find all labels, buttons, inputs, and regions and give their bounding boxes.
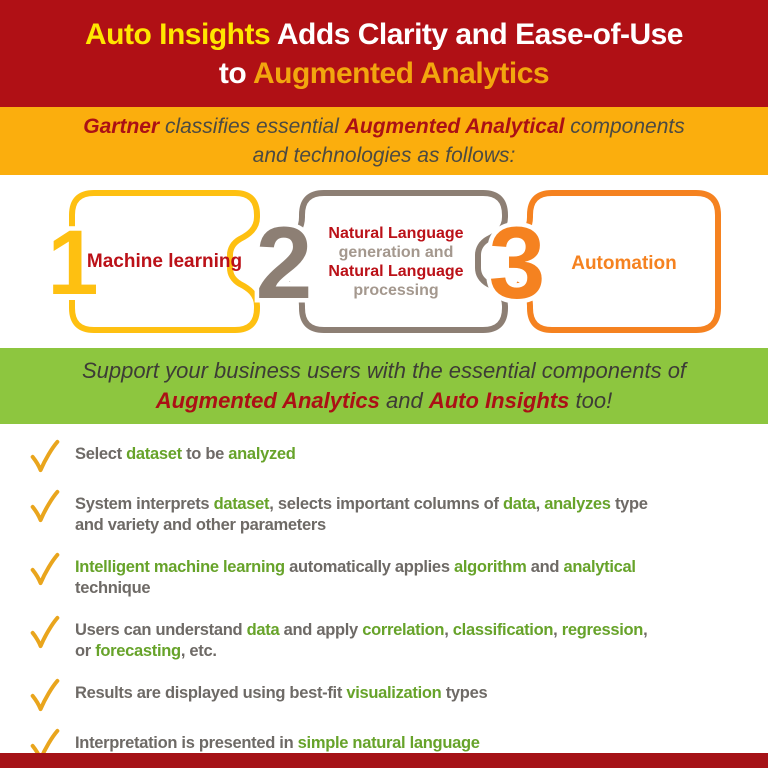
step3-label: Automation bbox=[571, 253, 677, 274]
checklist-item: Intelligent machine learning automatical… bbox=[30, 552, 742, 599]
check-icon bbox=[30, 489, 60, 523]
subheader-band: Gartner classifies essential Augmented A… bbox=[0, 107, 768, 175]
checklist-item-text: Intelligent machine learning automatical… bbox=[75, 558, 636, 597]
checklist-item-text: Interpretation is presented in simple na… bbox=[75, 734, 480, 752]
checklist: Select dataset to be analyzed System int… bbox=[0, 424, 768, 762]
checklist-item: Interpretation is presented in simple na… bbox=[30, 728, 742, 762]
step3-box-outline bbox=[514, 190, 721, 333]
check-icon bbox=[30, 439, 60, 473]
check-icon bbox=[30, 552, 60, 586]
checklist-item-text: System interprets dataset, selects impor… bbox=[75, 495, 648, 534]
support-banner: Support your business users with the ess… bbox=[0, 348, 768, 424]
step2-box-outline bbox=[286, 190, 508, 333]
checklist-item: Results are displayed using best-fit vis… bbox=[30, 678, 742, 712]
checklist-item-text: Results are displayed using best-fit vis… bbox=[75, 684, 488, 702]
checklist-item: Select dataset to be analyzed bbox=[30, 439, 742, 473]
step3-number: 3 bbox=[489, 206, 546, 320]
page-title: Auto Insights Adds Clarity and Ease-of-U… bbox=[85, 17, 683, 90]
checklist-item: System interprets dataset, selects impor… bbox=[30, 489, 742, 536]
checklist-item-text: Select dataset to be analyzed bbox=[75, 445, 296, 463]
subheader-text: Gartner classifies essential Augmented A… bbox=[83, 115, 685, 167]
step1-number: 1 bbox=[47, 212, 98, 314]
step2-number: 2 bbox=[256, 206, 313, 320]
step1-label: Machine learning bbox=[86, 251, 243, 272]
footer-bar bbox=[0, 753, 768, 768]
checklist-item-text: Users can understand data and apply corr… bbox=[75, 621, 648, 660]
step1-box-outline bbox=[69, 190, 260, 333]
check-icon bbox=[30, 678, 60, 712]
checklist-item: Users can understand data and apply corr… bbox=[30, 615, 742, 662]
check-icon bbox=[30, 615, 60, 649]
header: Auto Insights Adds Clarity and Ease-of-U… bbox=[0, 0, 768, 107]
support-banner-text: Support your business users with the ess… bbox=[81, 358, 687, 413]
step-boxes-graphic: 1 2 3 bbox=[43, 190, 721, 333]
